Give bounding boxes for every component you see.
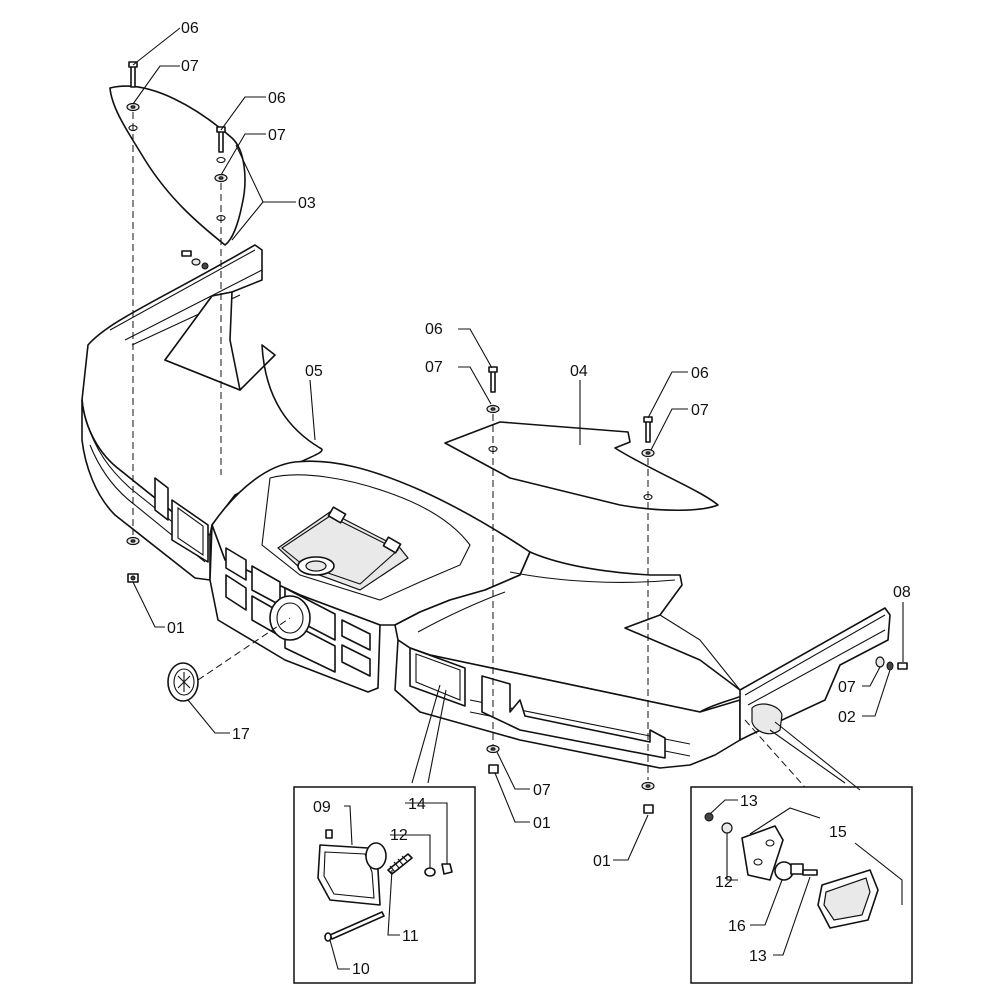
- emblem-badge-17: [167, 662, 199, 702]
- right-body-ledge: [417, 571, 676, 633]
- callout-06: 06: [425, 321, 443, 338]
- callout-07: 07: [425, 359, 443, 376]
- callout-01: 01: [533, 815, 551, 832]
- right-side-lamp: [751, 703, 783, 735]
- callout-13: 13: [740, 793, 758, 810]
- callout-15: 13: [749, 948, 767, 965]
- left-lamp-recess: [171, 499, 209, 563]
- left-slot: [154, 477, 169, 521]
- callout-08: 08: [893, 584, 911, 601]
- panel-03: [109, 85, 246, 246]
- panel-04: [444, 421, 719, 512]
- callout-14: 15: [829, 824, 847, 841]
- headlamp-09: [317, 829, 387, 906]
- right-body-top: [394, 551, 747, 713]
- callout-03: 03: [298, 195, 316, 212]
- callout-09: 09: [313, 799, 331, 816]
- right-body-slot: [481, 675, 666, 759]
- callout-01: 01: [167, 620, 185, 637]
- callout-12: 12: [390, 827, 408, 844]
- callout-07: 07: [838, 679, 856, 696]
- callout-labels: 06 07 06 07 03 05 06 07 04 06 07 01 17 0…: [167, 20, 911, 978]
- callout-07: 07: [691, 402, 709, 419]
- callout-06: 06: [268, 90, 286, 107]
- right-lamp-recess: [409, 647, 466, 707]
- front-bumper-assembly: [81, 244, 891, 769]
- callout-16: 16: [728, 918, 746, 935]
- side-lamp-parts: [704, 812, 879, 929]
- callout-07: 07: [533, 782, 551, 799]
- headlamp-hardware: [324, 853, 453, 942]
- callout-02: 02: [838, 709, 856, 726]
- callout-06: 06: [691, 365, 709, 382]
- callout-11: 11: [402, 928, 419, 945]
- callout-12: 12: [715, 874, 733, 891]
- callout-01: 01: [593, 853, 611, 870]
- leader-lines: [132, 27, 904, 970]
- callout-04: 04: [570, 363, 588, 380]
- callout-07: 07: [181, 58, 199, 75]
- callout-10: 10: [352, 961, 370, 978]
- fasteners: [126, 61, 908, 814]
- callout-07: 07: [268, 127, 286, 144]
- callout-06: 06: [181, 20, 199, 37]
- right-wing: [739, 607, 891, 741]
- callout-13: 14: [408, 796, 426, 813]
- hood-recess: [261, 474, 471, 601]
- callout-17: 17: [232, 726, 250, 743]
- callout-05: 05: [305, 363, 323, 380]
- left-wing-groove: [85, 419, 206, 563]
